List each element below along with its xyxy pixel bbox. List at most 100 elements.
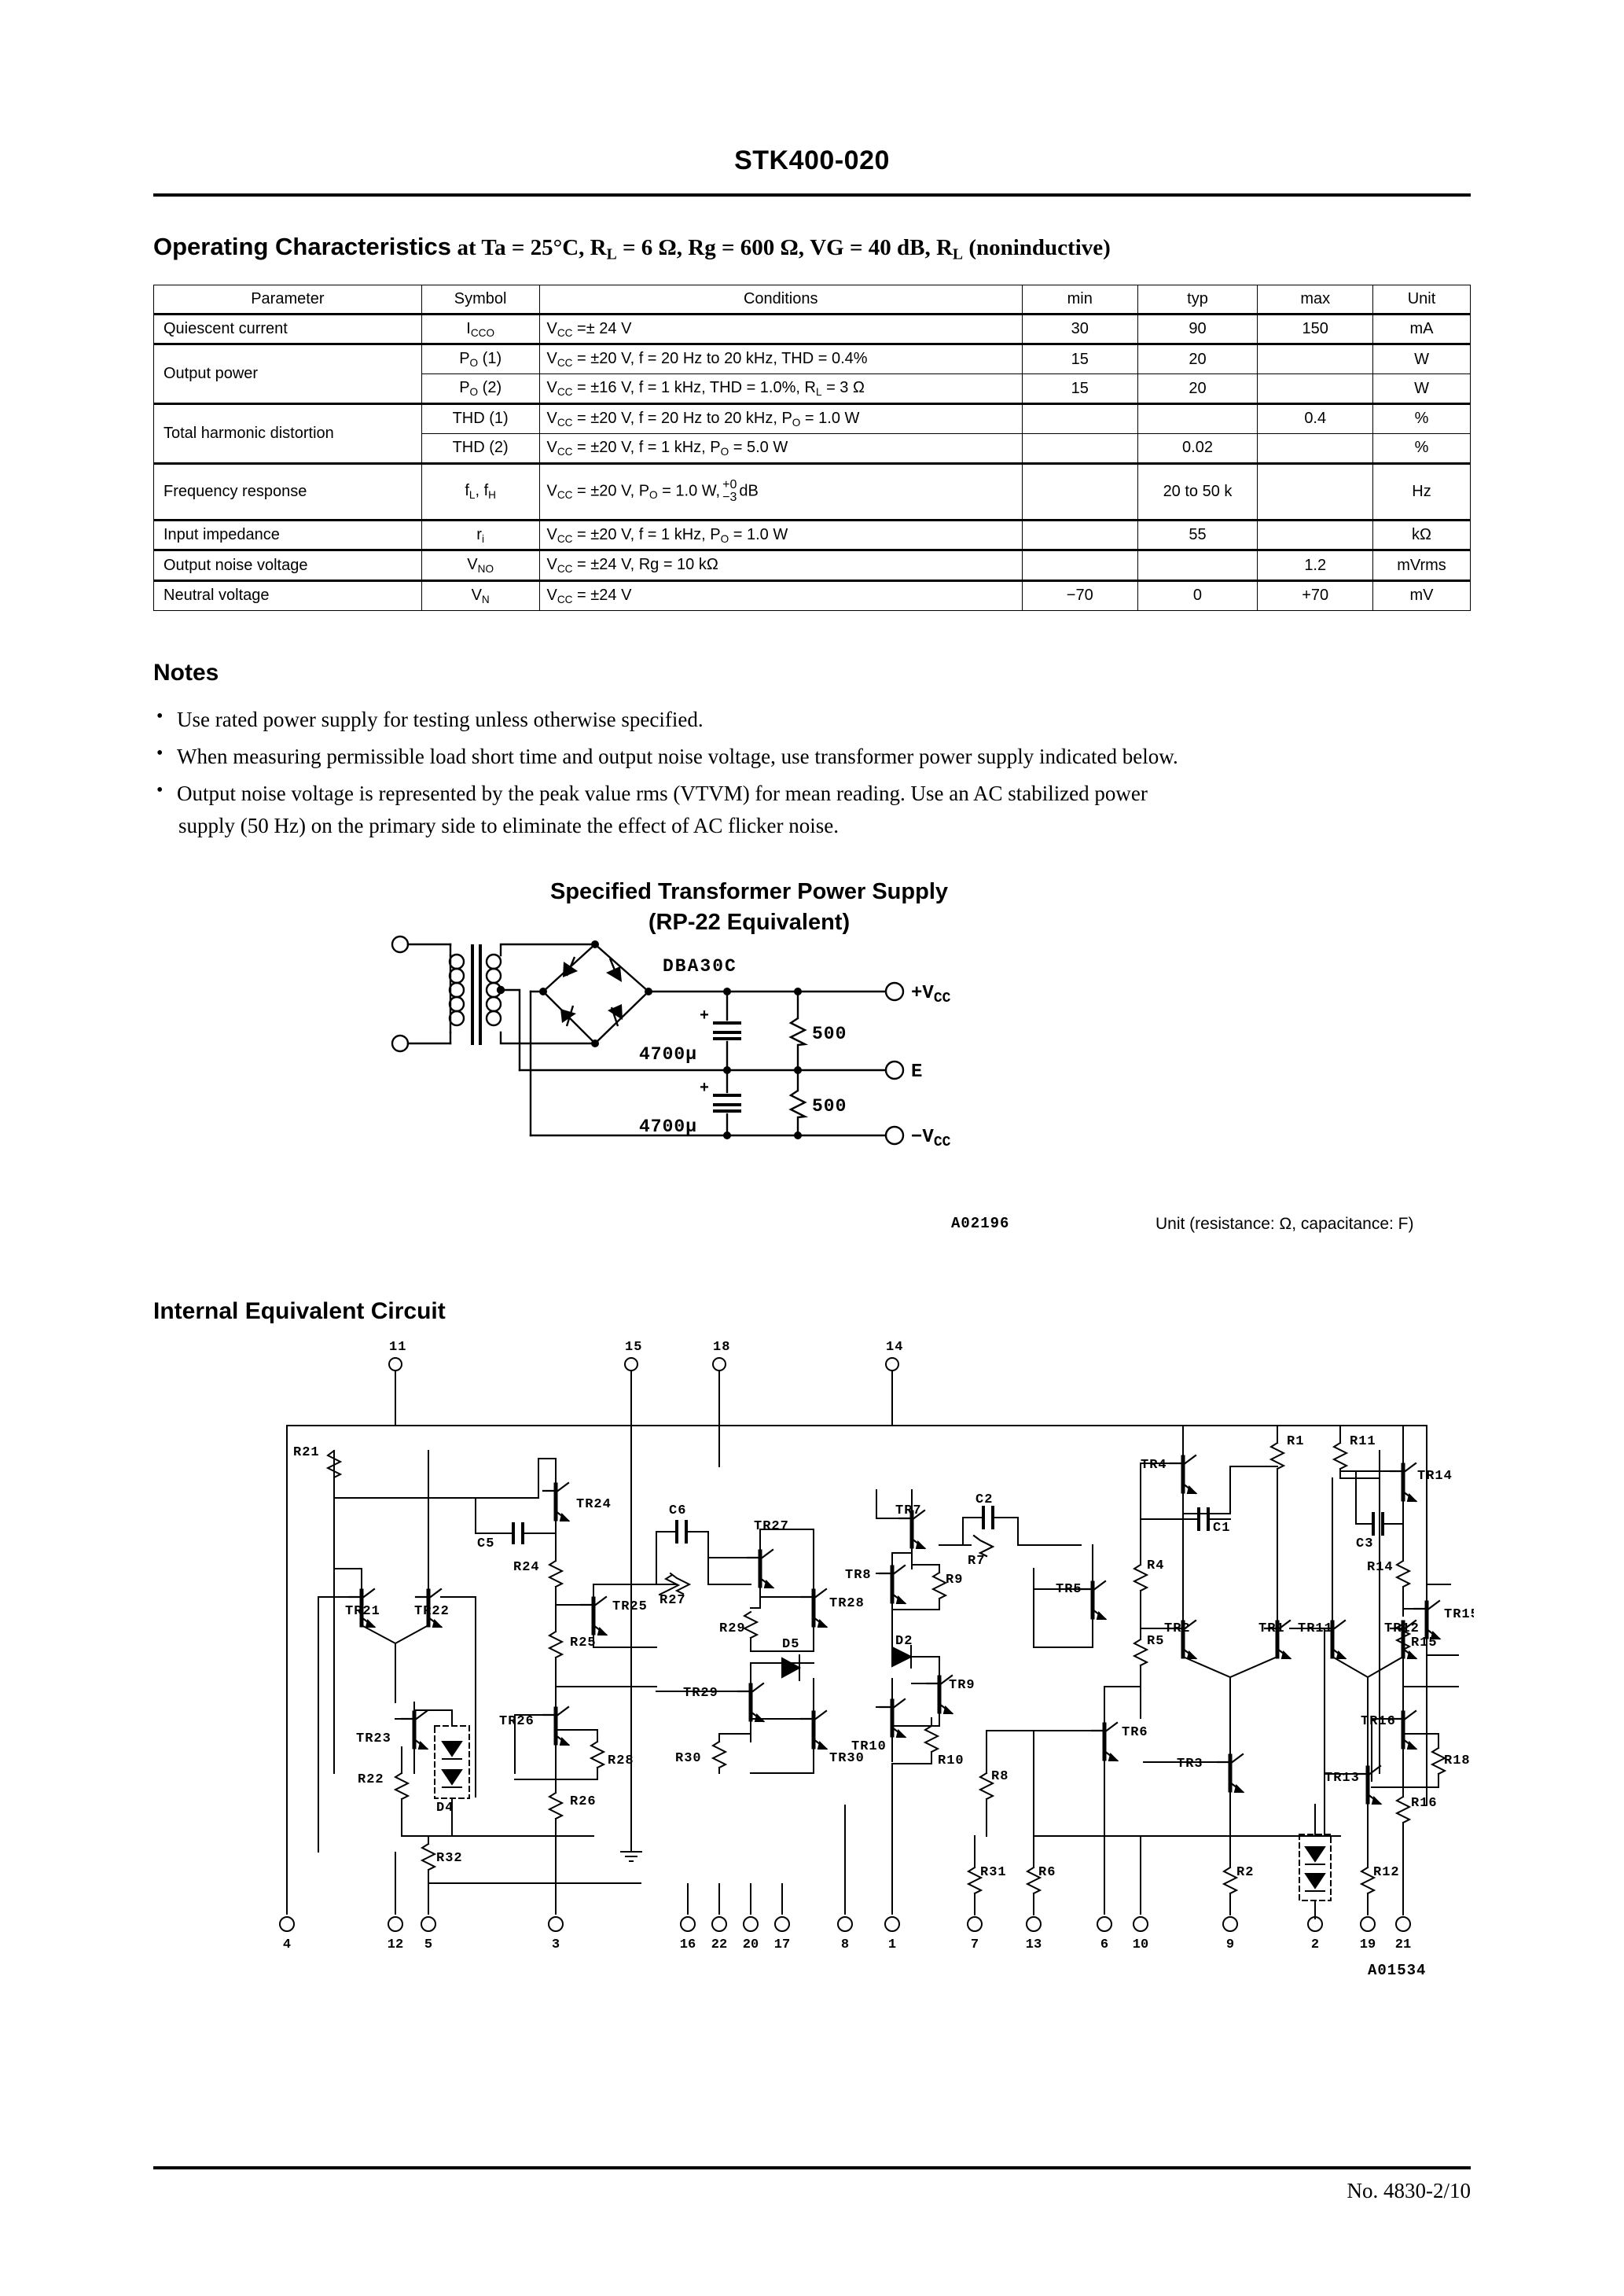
page-footer: No. 4830-2/10: [153, 2166, 1471, 2203]
label-R28: R28: [608, 1753, 634, 1768]
row-typ: 20: [1137, 343, 1258, 375]
row-max: [1257, 462, 1374, 521]
row-unit: Hz: [1372, 462, 1471, 521]
row-max: +70: [1257, 580, 1374, 611]
top-pin-18: 18: [713, 1340, 730, 1355]
bottom-pin-labels: 4 12 5 3 16 22 20 17 8 1 7 13 6 10 9 2 1…: [283, 1937, 1411, 1952]
table-row: Frequency response fL, fH VCC = ±20 V, P…: [153, 462, 1471, 521]
label-R6: R6: [1038, 1865, 1056, 1880]
label-R32: R32: [436, 1851, 463, 1866]
label-R11: R11: [1350, 1434, 1376, 1449]
label-TR11: TR11: [1298, 1621, 1333, 1636]
ac-terminal-bottom-icon: [391, 1034, 410, 1053]
terminal-pos-label: +VCC: [911, 983, 951, 1006]
label-TR5: TR5: [1056, 1582, 1082, 1597]
label-R14: R14: [1367, 1560, 1394, 1575]
operating-characteristics-table: Parameter Symbol Conditions min typ max …: [153, 284, 1471, 611]
res1-value-label: 500: [812, 1024, 847, 1044]
table-row: Quiescent current ICCO VCC =± 24 V 30 90…: [153, 313, 1471, 345]
label-TR9: TR9: [949, 1678, 976, 1693]
row-min: [1021, 462, 1138, 521]
bottom-pin-1: 1: [888, 1937, 896, 1952]
label-TR29: TR29: [683, 1686, 718, 1701]
primary-winding-icon: [448, 953, 465, 1027]
row-max: 0.4: [1257, 402, 1374, 434]
top-pin-15: 15: [625, 1340, 642, 1355]
row-conditions: VCC = ±20 V, f = 20 Hz to 20 kHz, PO = 1…: [538, 402, 1023, 434]
row-max: [1257, 518, 1374, 551]
capacitor-c1-icon: [713, 1021, 741, 1041]
column-header-unit: Unit: [1372, 284, 1471, 315]
bridge-label: DBA30C: [663, 956, 737, 977]
label-TR4: TR4: [1141, 1458, 1167, 1473]
transformer-diagram-title: Specified Transformer Power Supply (RP-2…: [28, 877, 1471, 938]
label-TR2: TR2: [1164, 1621, 1191, 1636]
row-conditions: VCC = ±24 V, Rg = 10 kΩ: [538, 549, 1023, 582]
row-max: 1.2: [1257, 549, 1374, 582]
row-unit: kΩ: [1372, 518, 1471, 551]
transformer-unit-note: Unit (resistance: Ω, capacitance: F): [1156, 1215, 1414, 1234]
terminal-pos-vcc-icon: [884, 981, 905, 1002]
label-TR7: TR7: [895, 1503, 922, 1518]
row-parameter: Output power: [153, 343, 422, 404]
top-pin-11: 11: [389, 1340, 406, 1355]
terminal-neg-vcc-icon: [884, 1125, 905, 1146]
row-unit: mVrms: [1372, 549, 1471, 582]
top-pin-terminals: [388, 1357, 899, 1402]
label-C6: C6: [669, 1503, 686, 1518]
row-unit: W: [1372, 373, 1471, 404]
row-symbol: THD (1): [421, 402, 540, 434]
table-header-row: Parameter Symbol Conditions min typ max …: [153, 284, 1471, 315]
column-header-parameter: Parameter: [153, 284, 422, 315]
row-min: 15: [1021, 343, 1138, 375]
row-typ: 0: [1137, 580, 1258, 611]
row-typ: 20 to 50 k: [1137, 462, 1258, 521]
bottom-pin-3: 3: [552, 1937, 560, 1952]
label-TR25: TR25: [612, 1599, 648, 1614]
cap1-polarity-label: +: [700, 1007, 709, 1025]
label-R25: R25: [570, 1636, 597, 1650]
row-min: [1021, 518, 1138, 551]
label-D5: D5: [782, 1637, 799, 1652]
label-R12: R12: [1373, 1865, 1400, 1880]
row-max: [1257, 432, 1374, 464]
row-parameter: Frequency response: [153, 462, 422, 521]
bottom-pin-6: 6: [1100, 1937, 1108, 1952]
row-min: −70: [1021, 580, 1138, 611]
label-R21: R21: [293, 1445, 320, 1460]
column-header-typ: typ: [1137, 284, 1258, 315]
row-symbol: VNO: [421, 549, 540, 582]
label-R4: R4: [1147, 1558, 1164, 1573]
label-TR26: TR26: [499, 1714, 535, 1729]
row-symbol: PO (1): [421, 343, 540, 375]
row-typ: 0.02: [1137, 432, 1258, 464]
label-TR1: TR1: [1258, 1621, 1285, 1636]
label-C2: C2: [976, 1492, 993, 1507]
transformer-schematic-svg: DBA30C + + 4700µ 4700µ 500 500 +VCC E −V…: [391, 935, 951, 1150]
table-row: PO (2) VCC = ±16 V, f = 1 kHz, THD = 1.0…: [154, 373, 1471, 404]
row-unit: %: [1372, 432, 1471, 464]
footer-document-number: No. 4830-2/10: [1347, 2179, 1472, 2202]
row-parameter: Output noise voltage: [153, 549, 422, 582]
row-conditions: VCC = ±16 V, f = 1 kHz, THD = 1.0%, RL =…: [538, 373, 1023, 404]
bottom-pin-terminals: [279, 1764, 1411, 1933]
label-R1: R1: [1287, 1434, 1304, 1449]
label-C1: C1: [1213, 1521, 1230, 1536]
bottom-pin-16: 16: [680, 1937, 696, 1952]
ground-symbol-icon: [620, 1805, 642, 1863]
row-symbol: THD (2): [421, 432, 540, 464]
row-symbol: PO (2): [421, 373, 540, 404]
bottom-pin-22: 22: [711, 1937, 727, 1952]
note-text: Use rated power supply for testing unles…: [177, 707, 704, 731]
label-R10: R10: [938, 1753, 964, 1768]
junction-dots: [539, 940, 802, 1140]
cap1-value-label: 4700µ: [639, 1044, 697, 1065]
label-TR24: TR24: [576, 1497, 612, 1512]
bottom-pin-2: 2: [1311, 1937, 1319, 1952]
row-unit: mA: [1372, 313, 1471, 345]
resistor-500-top-icon: [788, 1017, 809, 1047]
internal-circuit-svg: R21 TR21 TR22 TR23 R22 D4 R32 TR24 C5 R2…: [279, 1340, 1474, 1952]
internal-equivalent-circuit: R21 TR21 TR22 TR23 R22 D4 R32 TR24 C5 R2…: [153, 1333, 1474, 2040]
row-conditions: VCC = ±20 V, f = 1 kHz, PO = 5.0 W: [538, 432, 1023, 464]
